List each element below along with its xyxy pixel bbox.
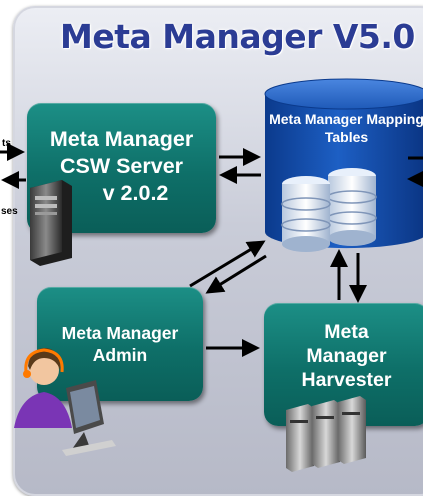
server-tower-icon bbox=[30, 180, 72, 266]
database-outgoing-arrow bbox=[407, 156, 423, 188]
admin-box: Meta Manager Admin bbox=[37, 287, 203, 401]
csw-server-title-line2: CSW Server bbox=[59, 154, 184, 178]
responses-label: ses bbox=[1, 206, 18, 217]
admin-to-database-arrow bbox=[189, 240, 266, 288]
diagram-title: Meta Manager V5.0 bbox=[60, 17, 415, 56]
csw-server-title-line1: Meta Manager bbox=[49, 127, 194, 151]
requests-label: ts bbox=[2, 138, 11, 149]
harvester-box: Meta Manager Harvester bbox=[264, 303, 423, 426]
operator-at-computer-icon bbox=[14, 348, 116, 456]
database-to-admin-arrow bbox=[205, 254, 267, 294]
csw-server-box: Meta Manager CSW Server v 2.0.2 bbox=[27, 103, 216, 233]
harvester-title-line1: Meta bbox=[324, 321, 369, 343]
connectors-and-icons bbox=[0, 143, 423, 472]
database-stack-icon bbox=[281, 168, 377, 252]
mapping-tables-title-line1: Meta Manager bbox=[269, 111, 363, 127]
harvester-title-line2: Manager bbox=[306, 345, 387, 367]
server-rack-icon bbox=[286, 396, 366, 472]
admin-title-line1: Meta Manager bbox=[61, 323, 179, 343]
harvester-title-line3: Harvester bbox=[301, 369, 392, 391]
csw-server-version: v 2.0.2 bbox=[102, 181, 169, 205]
mapping-tables-title-line2: Mapping Tables bbox=[324, 111, 423, 145]
admin-title-line2: Admin bbox=[92, 345, 148, 365]
